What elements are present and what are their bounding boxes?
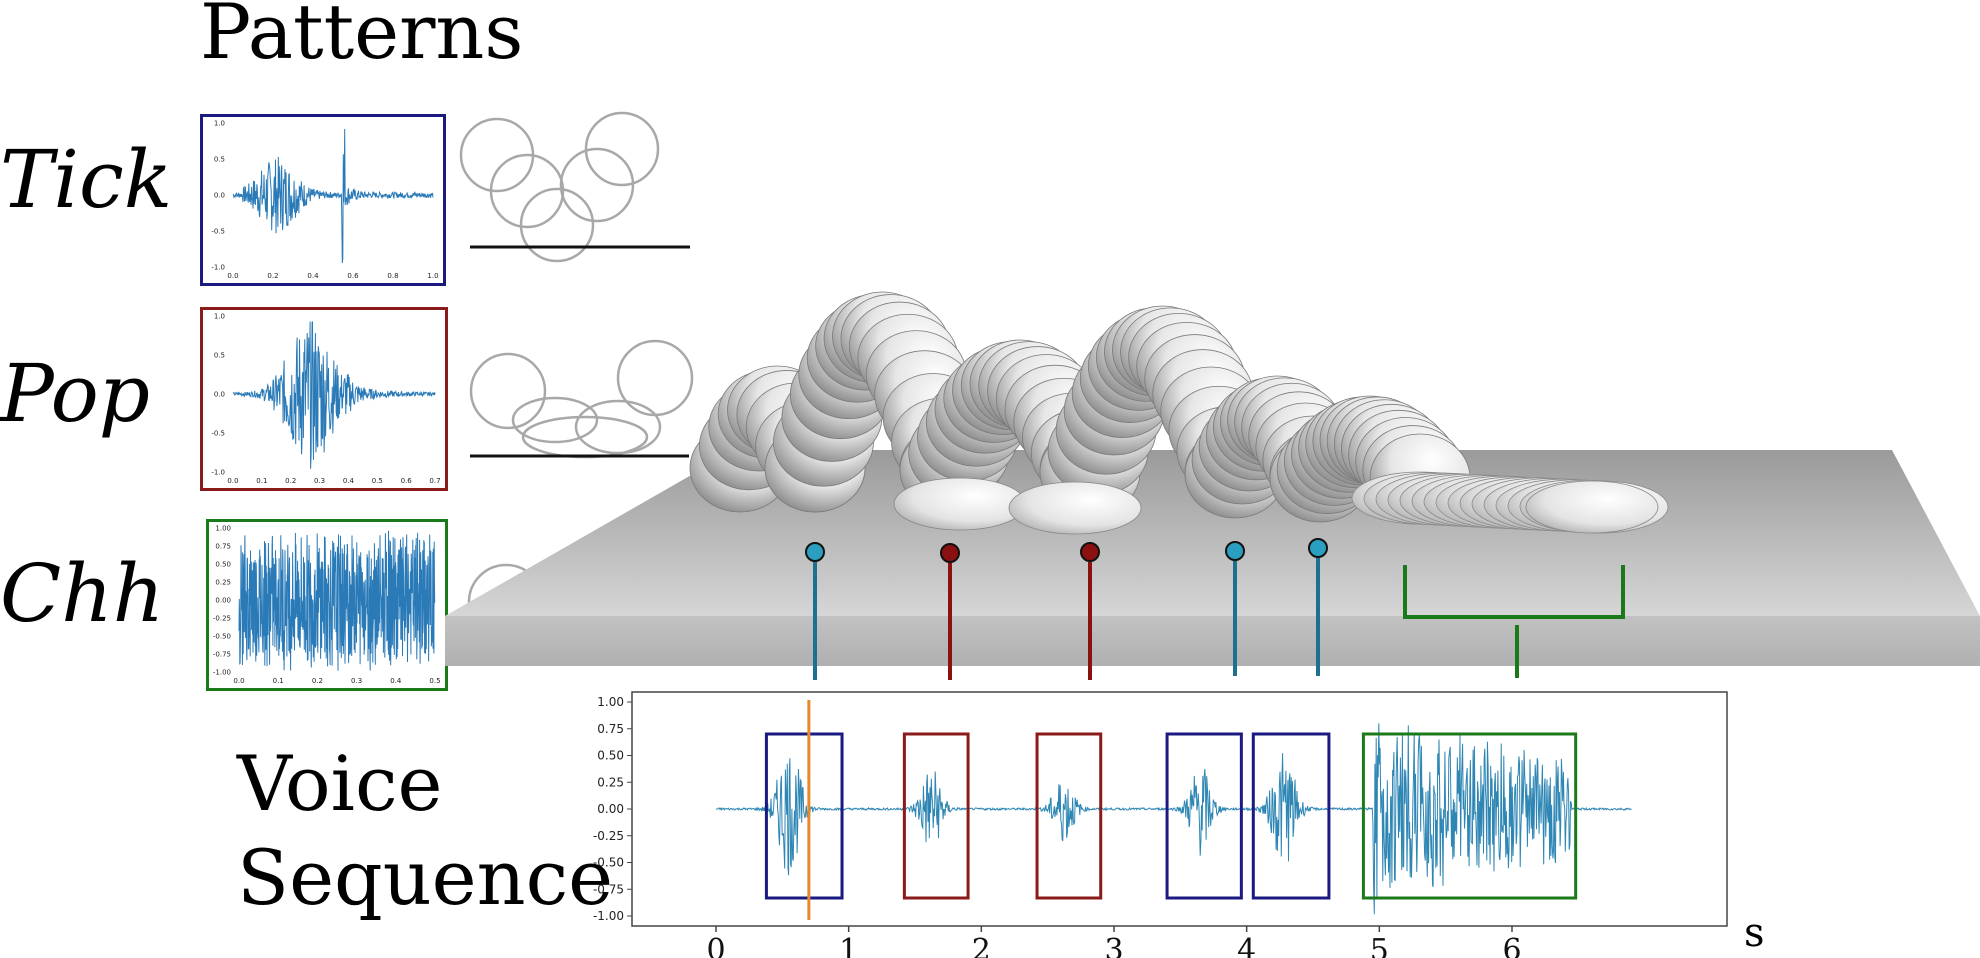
voice-waveform [715, 723, 1632, 915]
chh-bracket [1403, 565, 1625, 619]
y-tick-label: -1.00 [213, 669, 231, 677]
x-tick-label: 0.3 [351, 677, 362, 685]
segment-box-tick[interactable] [764, 732, 844, 900]
y-tick-label: -1.0 [211, 264, 225, 272]
platform-front [445, 616, 1980, 666]
x-tick-label: 0.1 [273, 677, 284, 685]
y-tick-label: -1.0 [211, 469, 225, 477]
segment-box-pop[interactable] [1035, 732, 1103, 900]
pattern-label-chh: Chh [0, 547, 165, 640]
x-tick-label: 0.2 [285, 477, 296, 485]
x-tick-label: 0.6 [347, 272, 359, 280]
y-tick-label: -0.50 [213, 633, 231, 641]
onset-markers [805, 538, 1625, 680]
voice-y-axis: 1.00 0.75 0.50 0.25 0.00 -0.25 -0.50 -0.75 -1.00 [593, 695, 632, 923]
y-tick-label: 0.0 [214, 192, 225, 200]
x-tick-label: 0.0 [227, 272, 238, 280]
patterns-title: Patterns [200, 0, 524, 76]
y-tick-label: 0.50 [215, 561, 231, 569]
voice-x-axis: 0 1 2 3 4 5 6 [706, 926, 1522, 958]
y-tick-label: 1.00 [597, 695, 624, 709]
x-tick-label: 1 [839, 933, 858, 958]
y-tick-label: -0.5 [211, 228, 225, 236]
y-tick-label: -0.25 [593, 829, 624, 843]
x-tick-label: 0.5 [429, 677, 440, 685]
y-tick-label: -0.75 [593, 882, 624, 896]
segment-box-tick[interactable] [1251, 732, 1331, 900]
y-tick-label: 0.00 [597, 802, 624, 816]
x-tick-label: 0.0 [233, 677, 244, 685]
x-tick-label: 0.7 [429, 477, 440, 485]
voice-sequence-label-line2: Sequence [237, 833, 614, 922]
segment-box-pop[interactable] [902, 732, 970, 900]
y-tick-label: 0.5 [214, 156, 225, 164]
y-tick-label: 1.0 [214, 313, 225, 321]
onset-marker [1080, 542, 1100, 562]
y-tick-label: 1.0 [214, 120, 225, 128]
y-tick-label: 0.50 [597, 749, 624, 763]
x-tick-label: 0.4 [390, 677, 402, 685]
segment-boxes [764, 732, 1578, 900]
y-tick-label: 0.0 [214, 391, 225, 399]
voice-sequence-plot: 1.00 0.75 0.50 0.25 0.00 -0.25 -0.50 -0.75 -1.00… [593, 691, 1765, 958]
y-tick-label: 1.00 [215, 525, 231, 533]
y-tick-label: -0.50 [593, 856, 624, 870]
x-tick-label: 1.0 [427, 272, 438, 280]
y-tick-label: 0.25 [597, 775, 624, 789]
chh-waveform-panel: 1.00 0.75 0.50 0.25 0.00 -0.25 -0.50 -0.75 -1.00… [206, 519, 448, 691]
pattern-label-pop: Pop [0, 347, 150, 440]
x-tick-label: 5 [1370, 933, 1389, 958]
x-tick-label: 0.2 [312, 677, 323, 685]
x-tick-label: 0.0 [227, 477, 238, 485]
y-tick-label: 0.75 [597, 722, 624, 736]
x-unit-label: s [1744, 910, 1765, 956]
tick-ball-sketch [459, 111, 690, 263]
voice-sequence-label-line1: Voice [237, 739, 443, 828]
chh-waveform-plot: 1.00 0.75 0.50 0.25 0.00 -0.25 -0.50 -0.75 -1.00… [213, 525, 441, 686]
y-tick-label: 0.00 [215, 597, 231, 605]
y-tick-label: 0.5 [214, 352, 225, 360]
x-tick-label: 0.1 [256, 477, 267, 485]
y-tick-label: 0.75 [215, 543, 231, 551]
ball-trail [689, 291, 1669, 535]
x-tick-label: 2 [972, 933, 991, 958]
x-tick-label: 0 [706, 933, 725, 958]
x-tick-label: 3 [1104, 933, 1123, 958]
x-tick-label: 0.4 [343, 477, 355, 485]
pop-ball-sketch [469, 339, 694, 459]
y-tick-label: -0.75 [213, 651, 231, 659]
x-tick-label: 0.5 [372, 477, 383, 485]
x-tick-label: 0.8 [387, 272, 398, 280]
x-tick-label: 0.4 [307, 272, 319, 280]
y-tick-label: 0.25 [215, 579, 231, 587]
onset-marker [1225, 541, 1245, 561]
onset-marker [940, 543, 960, 563]
pattern-label-tick: Tick [0, 133, 173, 226]
y-tick-label: -0.5 [211, 430, 225, 438]
y-tick-label: -1.00 [593, 909, 624, 923]
segment-box-tick[interactable] [1165, 732, 1243, 900]
x-tick-label: 4 [1237, 933, 1256, 958]
x-tick-label: 6 [1502, 933, 1521, 958]
segment-box-chh[interactable] [1361, 732, 1578, 900]
y-tick-label: -0.25 [213, 615, 231, 623]
x-tick-label: 0.3 [314, 477, 325, 485]
x-tick-label: 0.2 [267, 272, 278, 280]
x-tick-label: 0.6 [401, 477, 413, 485]
onset-marker [1308, 538, 1328, 558]
onset-marker [805, 542, 825, 562]
